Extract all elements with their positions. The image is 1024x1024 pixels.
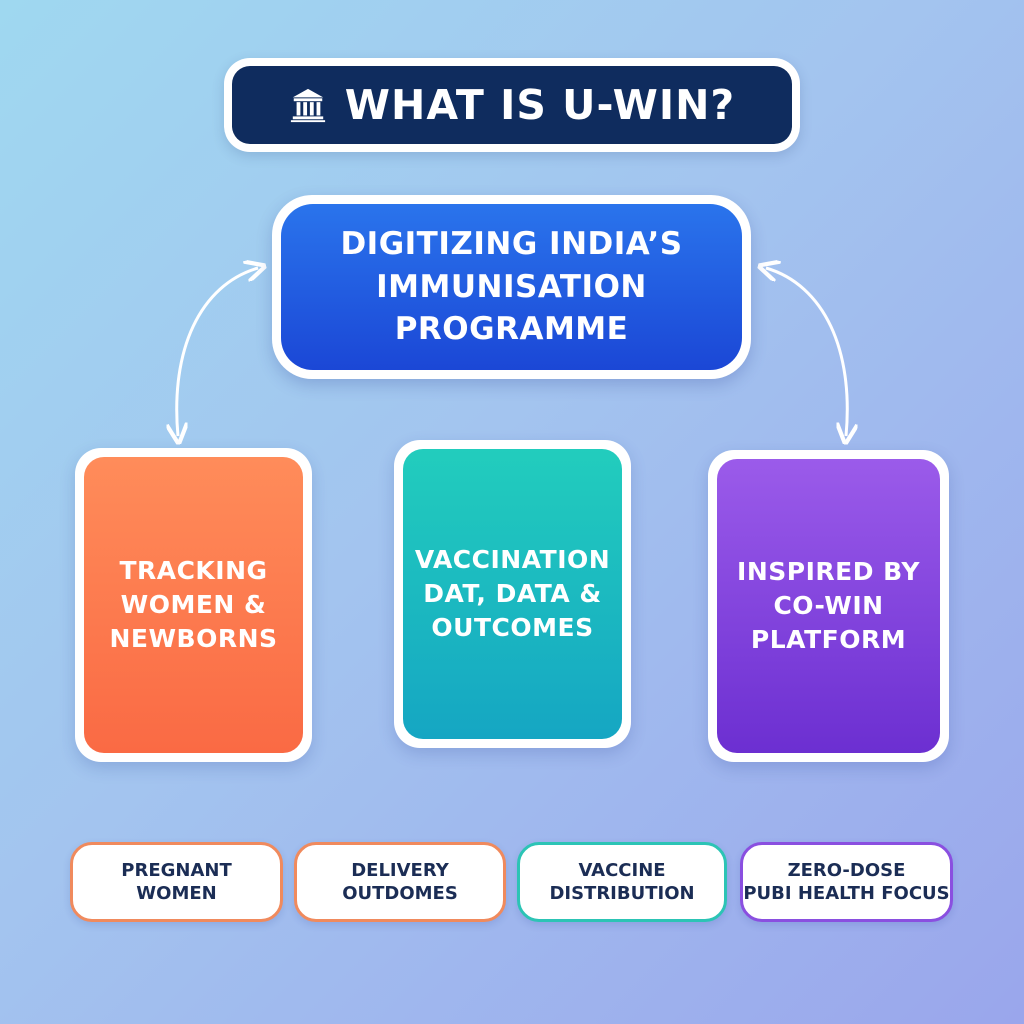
tag-delivery-outcomes: DELIVERY OUTDOMES	[294, 842, 506, 922]
card-vaccination-text: VACCINATION DAT, DATA & OUTCOMES	[403, 449, 622, 739]
government-building-icon	[290, 88, 325, 123]
card-inspired: INSPIRED BY CO-WIN PLATFORM	[708, 450, 949, 762]
left-double-arrow-icon	[177, 268, 258, 436]
card-inspired-text: INSPIRED BY CO-WIN PLATFORM	[717, 459, 940, 753]
central-node: DIGITIZING INDIA’S IMMUNISATION PROGRAMM…	[272, 195, 751, 379]
title-banner: WHAT IS U-WIN?	[224, 58, 800, 152]
page-title: WHAT IS U-WIN?	[344, 81, 736, 129]
card-vaccination: VACCINATION DAT, DATA & OUTCOMES	[394, 440, 631, 748]
tag-zero-dose: ZERO-DOSE PUBI HEALTH FOCUS	[740, 842, 953, 922]
right-double-arrow-icon	[766, 268, 847, 436]
card-tracking-text: TRACKING WOMEN & NEWBORNS	[84, 457, 303, 753]
tag-vaccine-distribution: VACCINE DISTRIBUTION	[517, 842, 727, 922]
central-node-text: DIGITIZING INDIA’S IMMUNISATION PROGRAMM…	[281, 204, 742, 370]
tag-pregnant-women: PREGNANT WOMEN	[70, 842, 283, 922]
card-tracking: TRACKING WOMEN & NEWBORNS	[75, 448, 312, 762]
title-banner-inner: WHAT IS U-WIN?	[232, 66, 792, 144]
